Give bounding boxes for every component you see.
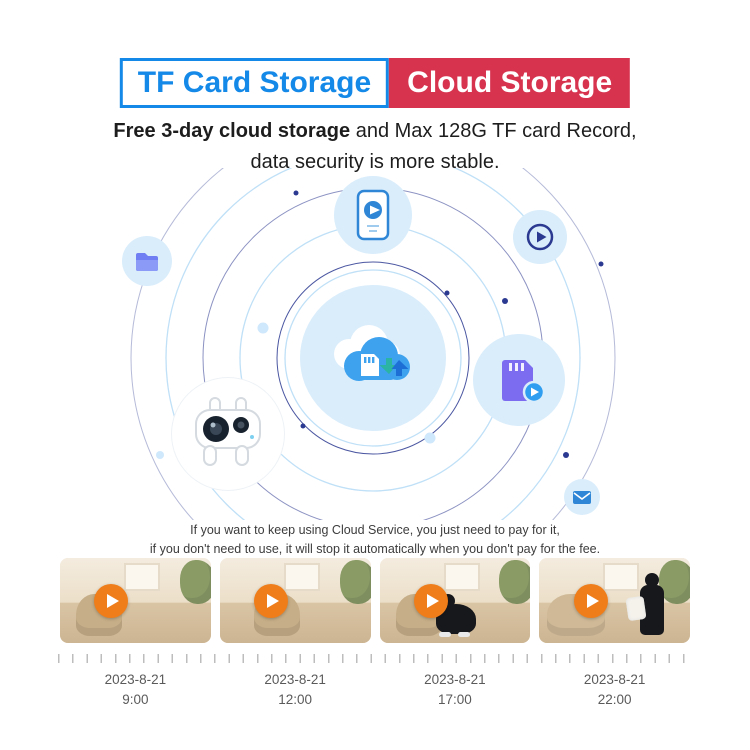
tf-card-icon	[502, 360, 546, 404]
room-scene	[60, 558, 211, 643]
plant	[499, 560, 531, 604]
cloud-service-notice: If you want to keep using Cloud Service,…	[0, 521, 750, 559]
play-button[interactable]	[413, 583, 448, 618]
title-banner: TF Card Storage Cloud Storage	[119, 58, 631, 108]
subtitle-line1: Free 3-day cloud storage and Max 128G TF…	[0, 116, 750, 147]
camera-product-photo	[172, 378, 284, 490]
orbit-dot	[257, 322, 269, 334]
timeline-date: 2023-8-21	[264, 672, 326, 687]
video-thumbnail-3[interactable]	[379, 558, 531, 643]
play-circle-bubble	[513, 210, 567, 264]
video-thumbnail-4[interactable]	[539, 558, 690, 643]
folder-icon	[136, 253, 158, 271]
plant	[339, 560, 371, 604]
subtitle-bold: Free 3-day cloud storage	[113, 120, 351, 142]
orbit-dot	[502, 298, 508, 304]
window	[445, 565, 478, 589]
play-button[interactable]	[94, 583, 129, 618]
room-scene	[379, 558, 531, 643]
mail-envelope-icon	[573, 490, 591, 504]
timeline-date: 2023-8-21	[583, 672, 646, 687]
play-icon	[586, 593, 599, 608]
orbit-dot	[424, 432, 436, 444]
video-thumbnails-row	[0, 558, 750, 643]
plant	[659, 560, 690, 604]
timeline-time: 17:00	[437, 691, 472, 707]
window	[605, 565, 638, 589]
notice-line2: if you don't need to use, it will stop i…	[149, 541, 601, 556]
plant	[179, 560, 211, 604]
room-scene	[219, 558, 371, 643]
timeline-entry-1: 2023-8-21 9:00	[60, 670, 211, 709]
cloud-tf-sync-icon	[300, 285, 446, 431]
orbit-dot	[293, 190, 299, 196]
play-icon	[426, 593, 439, 608]
timeline-entry-3: 2023-8-21 17:00	[380, 670, 531, 709]
video-thumbnail-2[interactable]	[219, 558, 371, 643]
video-thumbnail-1[interactable]	[60, 558, 211, 643]
tf-card-bubble	[473, 334, 565, 426]
person-silhouette	[640, 573, 664, 635]
orbit-dot	[444, 290, 450, 296]
title-tf-card-storage: TF Card Storage	[119, 58, 390, 108]
cloud-storage-diagram	[0, 168, 750, 520]
phone-video-bubble	[334, 176, 412, 254]
orbit-dot	[156, 451, 164, 459]
timeline-ruler	[58, 654, 692, 663]
timeline-date: 2023-8-21	[104, 672, 167, 687]
orbit-dot	[300, 423, 306, 429]
notice-line1: If you want to keep using Cloud Service,…	[190, 523, 560, 537]
title-cloud-storage: Cloud Storage	[389, 58, 631, 108]
timeline-date: 2023-8-21	[424, 672, 486, 687]
subtitle-line2: data security is more stable.	[250, 151, 500, 173]
cloud-icon	[334, 325, 410, 381]
orbit-dot	[598, 261, 604, 267]
camera-product-icon	[195, 397, 261, 466]
timeline-time: 9:00	[122, 691, 149, 707]
orbit-dot	[563, 452, 569, 458]
play-button[interactable]	[254, 583, 288, 618]
room-scene	[539, 558, 690, 643]
folder-bubble	[122, 236, 172, 286]
play-button[interactable]	[573, 583, 608, 618]
phone-video-icon	[356, 189, 390, 241]
mail-bubble	[564, 479, 600, 515]
play-icon	[267, 593, 279, 608]
timeline-entry-4: 2023-8-21 22:00	[539, 670, 690, 709]
subtitle-rest: and Max 128G TF card Record,	[350, 120, 637, 142]
timeline-time: 22:00	[597, 691, 632, 707]
timeline-labels: 2023-8-21 9:00 2023-8-21 12:00 2023-8-21…	[0, 670, 750, 709]
play-icon	[107, 593, 120, 608]
timeline-entry-2: 2023-8-21 12:00	[220, 670, 371, 709]
play-circle-icon	[526, 223, 554, 251]
window	[285, 565, 318, 589]
window	[126, 565, 158, 589]
subtitle: Free 3-day cloud storage and Max 128G TF…	[0, 116, 750, 178]
timeline-time: 12:00	[278, 691, 313, 707]
